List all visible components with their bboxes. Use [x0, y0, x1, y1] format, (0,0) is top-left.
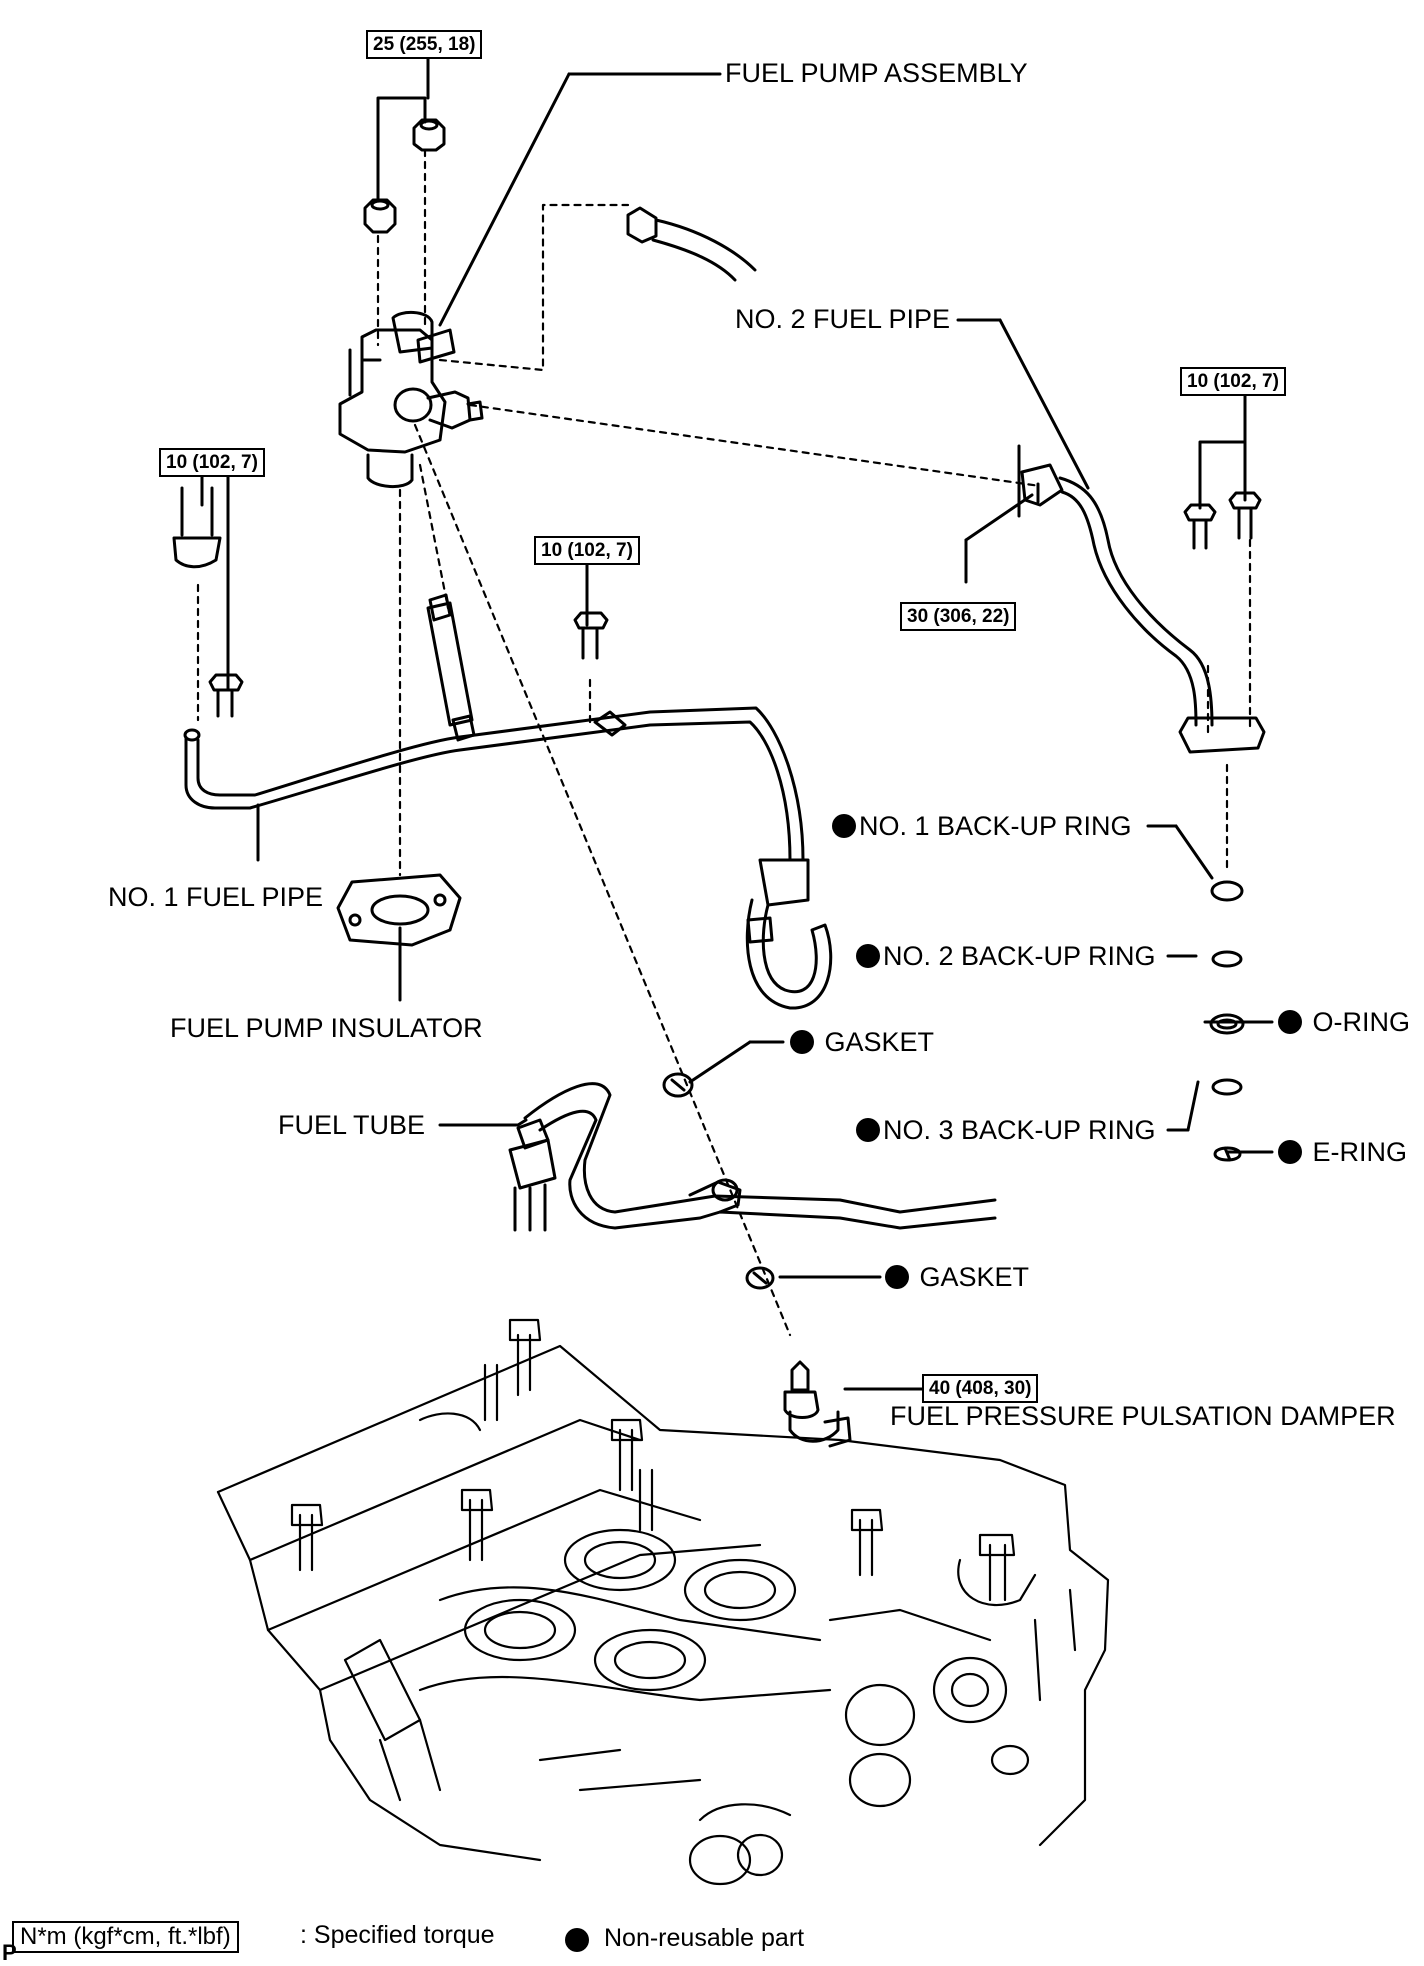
- fuel-pump-assembly-drawing: [338, 311, 484, 488]
- label-fuel-pump-insulator: FUEL PUMP INSULATOR: [170, 1013, 483, 1043]
- top-nuts: [363, 118, 446, 234]
- torque-spec-damper: 40 (408, 30): [922, 1374, 1039, 1403]
- label-text: E-RING: [1312, 1137, 1408, 1167]
- label-no1-backup-ring: NO. 1 BACK-UP RING: [832, 813, 1132, 840]
- nonreusable-bullet-icon: [856, 944, 880, 968]
- no1-fuel-pipe-drawing: [183, 706, 833, 1010]
- pipe1-stub: [172, 486, 222, 569]
- label-text: GASKET: [919, 1262, 1030, 1292]
- corner-mark: P: [2, 1940, 17, 1965]
- pump-connector: [626, 206, 757, 282]
- label-o-ring: O-RING: [1278, 1009, 1410, 1036]
- legend-nonreusable-description: Non-reusable part: [604, 1924, 805, 1952]
- gaskets: [662, 1072, 775, 1290]
- torque-spec-pipe2-bolts: 10 (102, 7): [1180, 367, 1286, 396]
- torque-spec-pipe1-left: 10 (102, 7): [159, 448, 265, 477]
- torque-spec-pipe1-mid: 10 (102, 7): [534, 536, 640, 565]
- label-fuel-pump-assembly: FUEL PUMP ASSEMBLY: [725, 58, 1028, 88]
- nonreusable-bullet-icon: [790, 1030, 814, 1054]
- label-no2-fuel-pipe: NO. 2 FUEL PIPE: [735, 304, 951, 334]
- label-no2-backup-ring: NO. 2 BACK-UP RING: [856, 943, 1156, 970]
- label-gasket-upper: GASKET: [790, 1029, 934, 1056]
- label-no1-fuel-pipe: NO. 1 FUEL PIPE: [108, 882, 324, 912]
- nonreusable-bullet-icon: [1278, 1010, 1302, 1034]
- torque-brackets: [200, 56, 1247, 692]
- fuel-pump-insulator-drawing: [336, 873, 462, 947]
- engine-block-sketch: [216, 1318, 1110, 1886]
- legend-nonreusable-bullet-icon: [565, 1928, 589, 1952]
- legend-torque-unit-box: N*m (kgf*cm, ft.*lbf): [12, 1921, 239, 1953]
- hose-drawing: [426, 593, 476, 742]
- label-text: NO. 1 BACK-UP RING: [859, 811, 1132, 841]
- label-gasket-lower: GASKET: [885, 1264, 1029, 1291]
- label-text: O-RING: [1312, 1007, 1411, 1037]
- no2-fuel-pipe-drawing: [1020, 463, 1266, 754]
- nonreusable-bullet-icon: [1278, 1140, 1302, 1164]
- label-text: GASKET: [824, 1027, 935, 1057]
- label-fuel-pressure-pulsation-damper: FUEL PRESSURE PULSATION DAMPER: [890, 1401, 1396, 1431]
- torque-spec-top-nuts: 25 (255, 18): [366, 30, 483, 59]
- leader-lines: [256, 72, 1274, 1391]
- alignment-lines: [196, 148, 1252, 1337]
- bolts: [208, 491, 1262, 718]
- label-text: NO. 2 BACK-UP RING: [883, 941, 1156, 971]
- rings: [1209, 880, 1245, 1162]
- fuel-tube-drawing: [508, 1082, 997, 1232]
- nonreusable-bullet-icon: [885, 1265, 909, 1289]
- legend-torque-description: : Specified torque: [300, 1921, 495, 1949]
- nonreusable-bullet-icon: [856, 1118, 880, 1142]
- nonreusable-bullet-icon: [832, 814, 856, 838]
- label-e-ring: E-RING: [1278, 1139, 1407, 1166]
- pulsation-damper-drawing: [783, 1360, 852, 1448]
- label-text: NO. 3 BACK-UP RING: [883, 1115, 1156, 1145]
- label-no3-backup-ring: NO. 3 BACK-UP RING: [856, 1117, 1156, 1144]
- torque-spec-pipe2-union: 30 (306, 22): [900, 602, 1017, 631]
- label-fuel-tube: FUEL TUBE: [278, 1110, 426, 1140]
